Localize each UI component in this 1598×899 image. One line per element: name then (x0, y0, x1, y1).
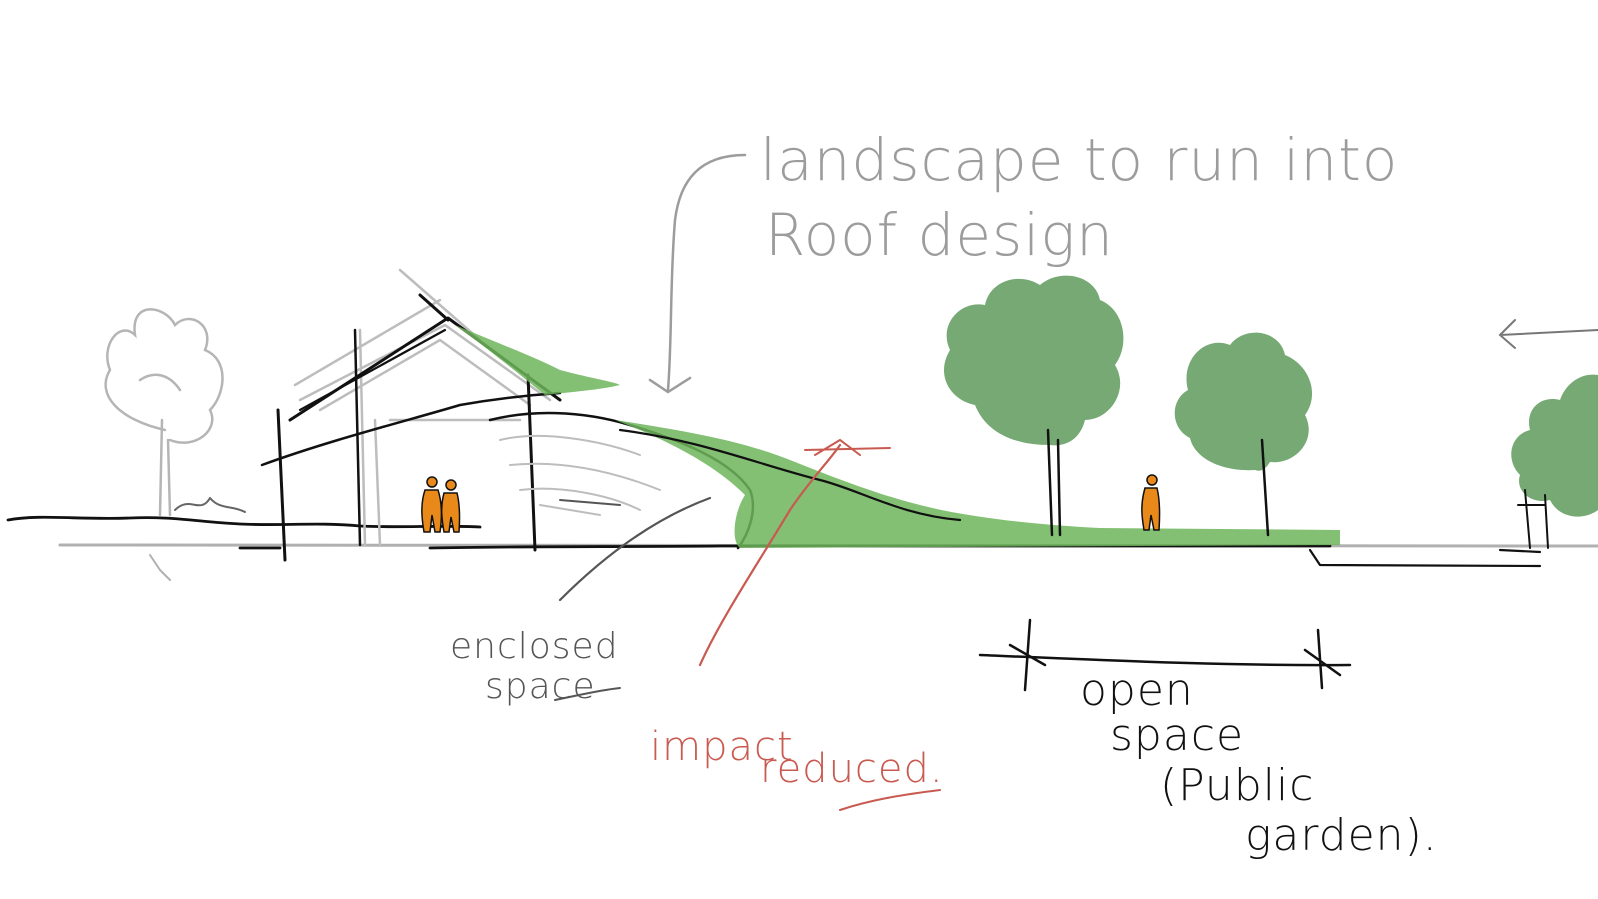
tree-large (944, 275, 1124, 537)
tree-medium (1174, 332, 1313, 537)
annotation-impact-line2: reduced. (760, 746, 944, 792)
annotation-open-line2: space (1110, 710, 1244, 761)
annotation-open-line4: garden). (1245, 810, 1438, 861)
annotation-landscape-line2: Roof design (765, 201, 1114, 269)
annotation-enclosed-line1: enclosed (450, 626, 619, 667)
dimension-line (978, 618, 1352, 692)
tree-edge-right (1498, 319, 1598, 549)
people-in-building (421, 476, 461, 533)
annotation-open-line3: (Public (1160, 760, 1314, 811)
annotation-enclosed-line2: space (485, 666, 596, 707)
annotation-impact-line1: impact (650, 724, 794, 770)
person-in-garden (1141, 474, 1161, 531)
annotation-open-line1: open (1080, 665, 1194, 716)
background-tree-left (104, 308, 224, 517)
annotation-landscape-line1: landscape to run into (760, 126, 1398, 194)
green-roof-landscape (455, 325, 1340, 548)
leader-arrows (554, 153, 941, 811)
building-frame (174, 268, 755, 562)
